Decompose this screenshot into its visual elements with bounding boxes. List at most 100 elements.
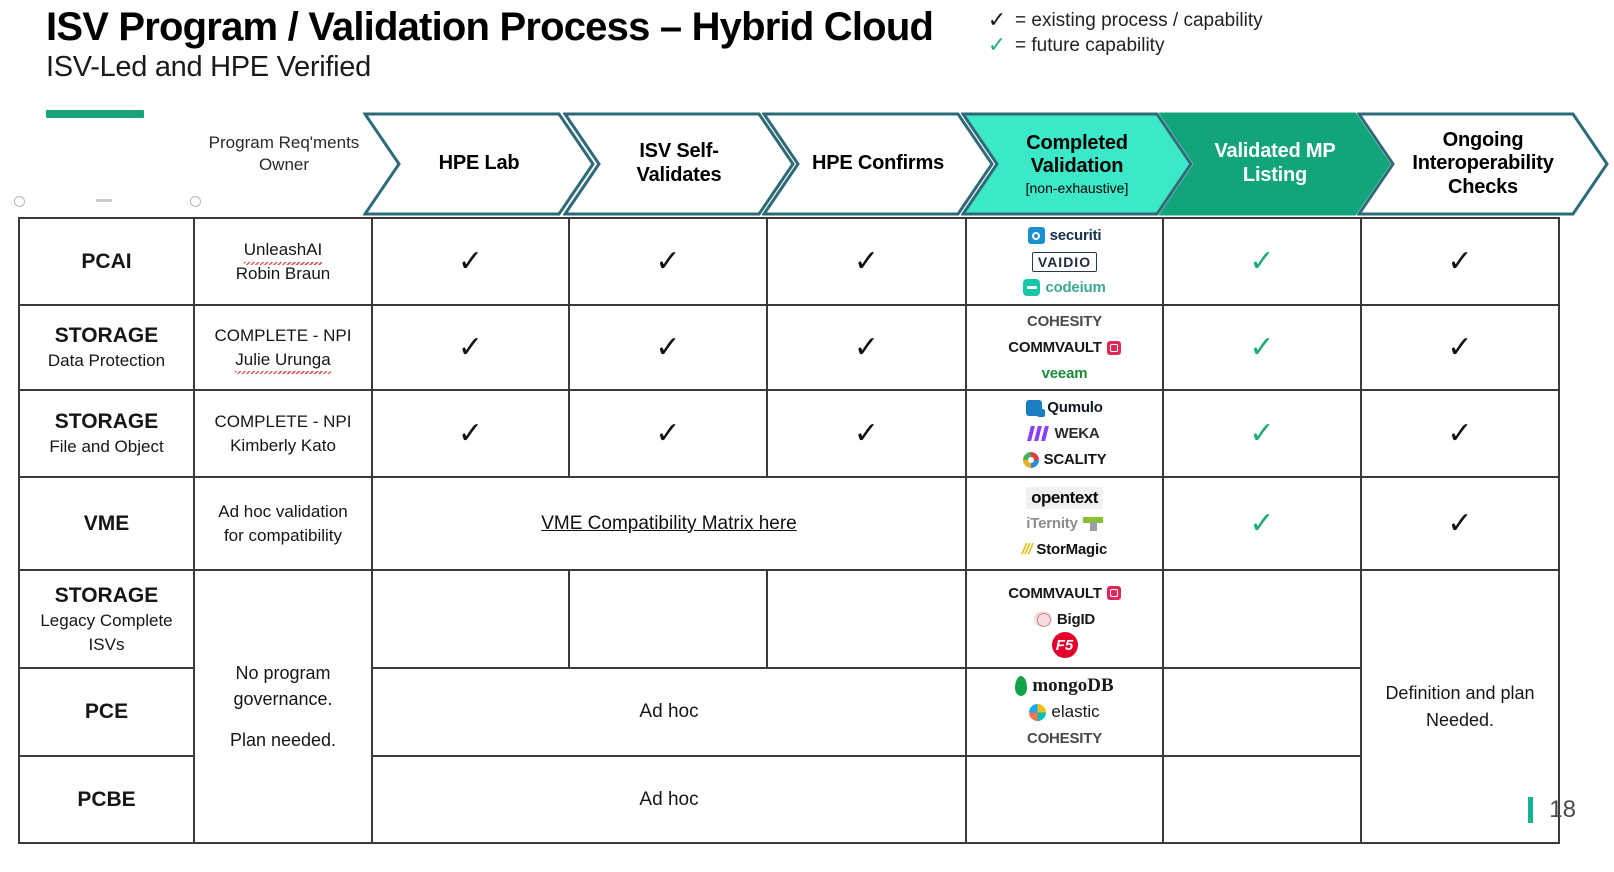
process-step-label-line2: Validates — [636, 164, 722, 186]
logo-cohesity: COHESITY — [1026, 729, 1103, 747]
logo-weka: WEKA — [1027, 424, 1100, 443]
process-step-label-line2: Interoperability — [1412, 152, 1554, 175]
ad-hoc-label: Ad hoc — [639, 701, 699, 722]
process-step-label-line3: Checks — [1448, 175, 1518, 198]
cell-validated-mp-listing: ✓ — [1162, 389, 1362, 478]
logo-cohesity: COHESITY — [1026, 313, 1103, 330]
process-step-completed-validation[interactable]: Completed Validation [non-exhaustive] — [961, 112, 1193, 216]
page-subtitle: ISV-Led and HPE Verified — [46, 51, 371, 84]
category-name: PCE — [84, 700, 129, 724]
row-category-storage-data-protection: STORAGE Data Protection — [18, 304, 195, 391]
accent-bar — [46, 110, 144, 118]
check-icon: ✓ — [987, 7, 1007, 33]
legend-item-existing: ✓ = existing process / capability — [985, 8, 1263, 33]
check-icon: ✓ — [853, 415, 880, 451]
check-icon: ✓ — [1249, 505, 1275, 541]
slide-number-tick-icon — [1528, 797, 1534, 823]
cell-completed-validation: COHESITY COMMVAULT veeam — [965, 304, 1164, 391]
logo-stack: COHESITY COMMVAULT veeam — [971, 309, 1158, 386]
weka-mark-icon — [1027, 426, 1050, 441]
owner-note-line2: for compatibility — [223, 525, 343, 545]
legend-label: = future capability — [1015, 34, 1165, 56]
cell-completed-validation: Qumulo WEKA SCALITY — [965, 389, 1164, 478]
check-icon: ✓ — [853, 329, 880, 365]
validation-matrix: PCAI UnleashAI Robin Braun ✓ ✓ ✓ securit… — [18, 217, 1560, 844]
program-requirements-owner-label: Program Req'ments Owner — [208, 133, 360, 175]
process-step-label-line2: Listing — [1242, 164, 1308, 186]
check-icon: ✓ — [1249, 243, 1275, 279]
process-step-label-line1: Completed — [1026, 131, 1128, 154]
logo-stack: opentext iTernity ///StorMagic — [971, 485, 1158, 562]
cell-completed-validation: COMMVAULT BigID F5 — [965, 569, 1164, 669]
cell-vme-compatibility-matrix[interactable]: VME Compatibility Matrix here — [371, 476, 967, 571]
category-subname: Data Protection — [47, 351, 166, 371]
process-step-ongoing-interoperability[interactable]: Ongoing Interoperability Checks — [1357, 112, 1609, 216]
legend-item-future: ✓ = future capability — [985, 33, 1263, 58]
cell-hpe-confirms: ✓ — [766, 389, 967, 478]
iternity-mark-icon — [1082, 516, 1103, 531]
cell-hpe-confirms: ✓ — [766, 217, 967, 306]
legend-label: = existing process / capability — [1015, 9, 1263, 31]
cell-completed-validation: securiti VAIDIO codeium — [965, 217, 1164, 306]
owner-program: COMPLETE - NPI — [214, 325, 352, 345]
cell-hpe-confirms: ✓ — [766, 304, 967, 391]
process-step-label-line2: Validation — [1030, 155, 1124, 178]
row-category-pcai: PCAI — [18, 217, 195, 306]
process-step-validated-mp-listing[interactable]: Validated MP Listing — [1159, 112, 1391, 216]
check-icon: ✓ — [1447, 329, 1473, 365]
slide-number: 18 — [1528, 796, 1576, 824]
owner-program: UnleashAI — [243, 238, 323, 265]
check-icon: ✓ — [457, 415, 484, 451]
logo-stack: mongoDB elastic COHESITY — [971, 674, 1158, 751]
check-icon: ✓ — [1249, 415, 1275, 451]
logo-iternity: iTernity — [1026, 514, 1103, 533]
chevron-shape-icon — [1357, 112, 1609, 216]
logo-veeam: veeam — [1041, 365, 1088, 382]
logo-qumulo: Qumulo — [1026, 398, 1103, 417]
process-step-label: HPE Confirms — [811, 152, 945, 175]
check-icon: ✓ — [987, 32, 1007, 58]
cell-isv-self-validates: ✓ — [568, 304, 768, 391]
category-name: STORAGE — [54, 410, 159, 434]
chevron-shape-icon — [563, 112, 795, 216]
cell-ad-hoc-pcbe: Ad hoc — [371, 755, 967, 844]
mongodb-mark-icon — [1015, 676, 1028, 696]
category-subname-line2: ISVs — [88, 634, 125, 654]
process-step-label-line1: ISV Self- — [639, 140, 719, 163]
process-step-label: HPE Lab — [438, 152, 520, 175]
process-step-hpe-confirms[interactable]: HPE Confirms — [762, 112, 994, 216]
cell-hpe-lab: ✓ — [371, 389, 570, 478]
chevron-shape-icon — [762, 112, 994, 216]
row-category-storage-legacy: STORAGE Legacy Complete ISVs — [18, 569, 195, 669]
check-icon: ✓ — [457, 243, 484, 279]
selection-handle-left[interactable] — [14, 196, 25, 207]
process-step-hpe-lab[interactable]: HPE Lab — [363, 112, 595, 216]
row-category-pce: PCE — [18, 667, 195, 757]
slide-number-value: 18 — [1549, 796, 1576, 823]
chevron-shape-icon — [1159, 112, 1391, 216]
cell-validated-mp-listing: ✓ — [1162, 217, 1362, 306]
stormagic-mark-icon: /// — [1019, 541, 1034, 558]
qumulo-mark-icon — [1026, 399, 1046, 417]
check-icon: ✓ — [655, 329, 681, 365]
vme-compatibility-matrix-link[interactable]: VME Compatibility Matrix here — [541, 512, 797, 534]
selection-handle-middle[interactable] — [96, 199, 112, 202]
bigid-mark-icon — [1033, 611, 1052, 627]
cell-validated-mp-listing — [1162, 667, 1362, 757]
logo-stack: Qumulo WEKA SCALITY — [971, 395, 1158, 472]
cell-hpe-lab — [371, 569, 570, 669]
process-header: Program Req'ments Owner HPE Lab ISV Self… — [0, 112, 1614, 216]
owner-person: Robin Braun — [235, 263, 331, 283]
row-category-vme: VME — [18, 476, 195, 571]
owner-note-line1: Ad hoc validation — [218, 501, 348, 521]
process-step-isv-self-validates[interactable]: ISV Self- Validates — [563, 112, 795, 216]
cell-completed-validation — [965, 755, 1164, 844]
securiti-mark-icon — [1027, 227, 1045, 244]
logo-stormagic: ///StorMagic — [1019, 541, 1108, 558]
governance-note-line2: governance. — [233, 689, 333, 710]
logo-mongodb: mongoDB — [1015, 675, 1114, 696]
selection-handle-right[interactable] — [190, 196, 201, 207]
codeium-mark-icon — [1023, 279, 1041, 296]
governance-note-line3: Plan needed. — [229, 729, 337, 750]
check-icon: ✓ — [1447, 505, 1473, 541]
